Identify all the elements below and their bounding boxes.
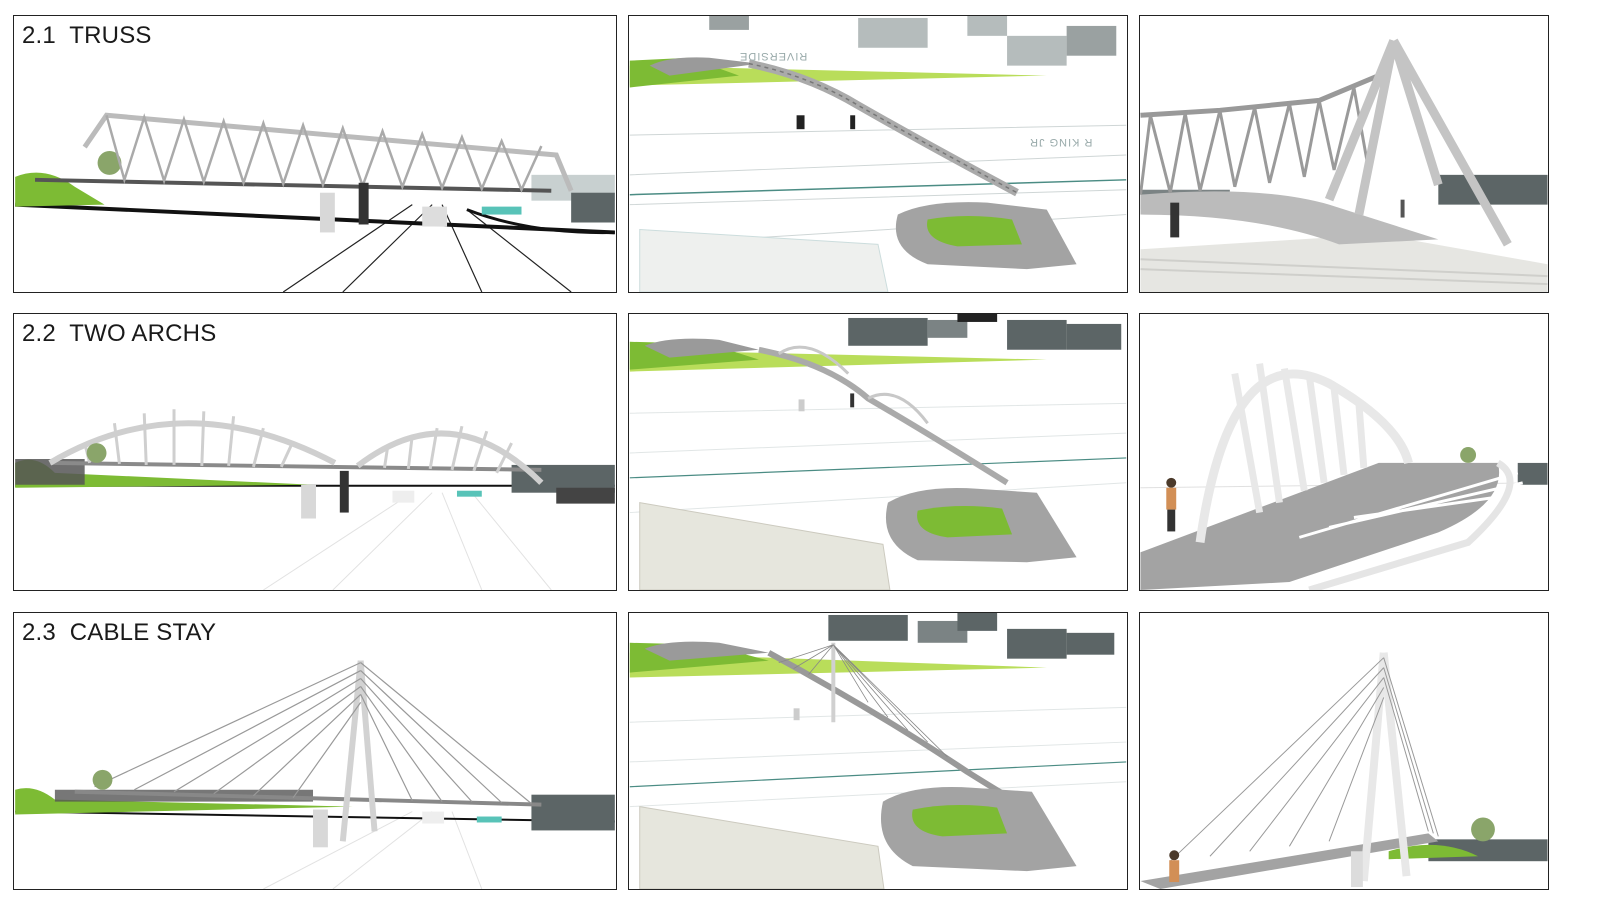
truss-perspective-drawing (1140, 16, 1548, 292)
cable-stay-aerial-view (628, 612, 1128, 890)
arch-perspective-drawing (1140, 314, 1548, 590)
arch-elevation-view: 2.2 TWO ARCHS (13, 313, 617, 591)
truss-aerial-view: RIVERSIDE R KING JR (628, 15, 1128, 293)
map-label-riverside: RIVERSIDE (739, 50, 808, 62)
cable-stay-perspective-view (1139, 612, 1549, 890)
option-label-truss: 2.1 TRUSS (22, 22, 152, 49)
map-label-street: R KING JR (1029, 136, 1093, 148)
arch-perspective-view (1139, 313, 1549, 591)
truss-perspective-view (1139, 15, 1549, 293)
truss-elevation-drawing (15, 16, 615, 292)
option-label-cable-stay: 2.3 CABLE STAY (22, 619, 217, 646)
truss-elevation-view: 2.1 TRUSS (13, 15, 617, 293)
truss-aerial-drawing (629, 16, 1127, 292)
arch-elevation-drawing (15, 314, 615, 590)
cable-stay-elevation-view: 2.3 CABLE STAY (13, 612, 617, 890)
cable-stay-elevation-drawing (15, 613, 615, 889)
arch-aerial-view (628, 313, 1128, 591)
cable-stay-aerial-drawing (629, 613, 1127, 889)
option-label-two-archs: 2.2 TWO ARCHS (22, 320, 217, 347)
arch-aerial-drawing (629, 314, 1127, 590)
cable-stay-perspective-drawing (1140, 613, 1548, 889)
